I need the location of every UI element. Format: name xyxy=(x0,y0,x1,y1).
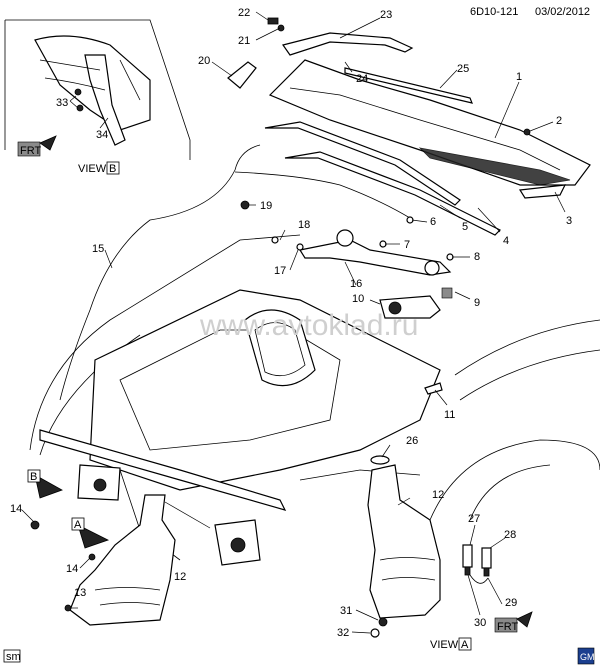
callout-6: 6 xyxy=(430,216,436,228)
svg-text:FRT: FRT xyxy=(497,621,518,633)
callout-26: 26 xyxy=(406,435,418,447)
front-arrow-icon: FRT xyxy=(17,135,57,157)
callout-18: 18 xyxy=(298,219,310,231)
leader-lines xyxy=(21,11,566,634)
callout-28: 28 xyxy=(504,529,516,541)
svg-text:A: A xyxy=(74,519,82,531)
callout-31: 31 xyxy=(340,605,352,617)
diagram-date: 03/02/2012 xyxy=(535,6,590,18)
callout-23: 23 xyxy=(380,9,392,21)
callout-9: 9 xyxy=(474,297,480,309)
svg-text:FRT: FRT xyxy=(20,145,41,157)
callout-29: 29 xyxy=(505,597,517,609)
svg-text:B: B xyxy=(30,471,37,483)
callout-2: 2 xyxy=(556,115,562,127)
view-a-label: VIEW xyxy=(430,639,459,651)
callout-labels: 1 2 3 4 5 6 7 8 9 10 11 12 12 13 14 14 1… xyxy=(10,7,572,639)
watermark: www.avtoklad.ru xyxy=(199,309,418,342)
front-arrow-icon: FRT xyxy=(494,611,533,633)
callout-5: 5 xyxy=(462,221,468,233)
diagram-id: 6D10-121 xyxy=(470,6,518,18)
grommet-19 xyxy=(240,200,250,210)
direction-marker-b: B xyxy=(27,469,63,499)
callout-12-right: 12 xyxy=(432,489,444,501)
footer-code: sm xyxy=(6,651,21,663)
gm-logo-icon: GM xyxy=(577,647,595,665)
callout-20: 20 xyxy=(198,55,210,67)
wiper-linkage xyxy=(299,229,453,319)
direction-marker-a: A xyxy=(71,517,110,549)
view-b-inset: FRT VIEW B xyxy=(4,19,191,175)
callout-16: 16 xyxy=(350,278,362,290)
callout-32: 32 xyxy=(337,627,349,639)
callout-1: 1 xyxy=(516,71,522,83)
callout-21: 21 xyxy=(238,35,250,47)
callout-19: 19 xyxy=(260,200,272,212)
callout-30: 30 xyxy=(474,617,486,629)
washer-reservoir-left xyxy=(64,494,176,626)
callout-10: 10 xyxy=(352,293,364,305)
vehicle-body xyxy=(29,234,600,566)
callout-24: 24 xyxy=(356,73,368,85)
callout-11: 11 xyxy=(444,409,455,421)
callout-12-left: 12 xyxy=(174,571,186,583)
cowl-assembly xyxy=(227,32,591,236)
callout-34: 34 xyxy=(96,129,108,141)
view-b-letter: B xyxy=(109,163,116,175)
callout-7: 7 xyxy=(404,239,410,251)
svg-text:GM: GM xyxy=(580,652,595,662)
callout-14-top: 14 xyxy=(10,503,22,515)
callout-33: 33 xyxy=(56,97,68,109)
washer-hose xyxy=(59,144,261,401)
callout-3: 3 xyxy=(566,215,572,227)
view-b-label: VIEW xyxy=(78,163,107,175)
callout-8: 8 xyxy=(474,251,480,263)
callout-13: 13 xyxy=(74,587,86,599)
view-a-inset: FRT VIEW A xyxy=(367,455,533,651)
callout-17: 17 xyxy=(274,265,286,277)
callout-14-bottom: 14 xyxy=(66,563,78,575)
callout-15: 15 xyxy=(92,243,104,255)
callout-4: 4 xyxy=(503,235,509,247)
callout-27: 27 xyxy=(468,513,480,525)
callout-25: 25 xyxy=(457,63,469,75)
view-a-letter: A xyxy=(461,639,469,651)
callout-22: 22 xyxy=(238,7,250,19)
